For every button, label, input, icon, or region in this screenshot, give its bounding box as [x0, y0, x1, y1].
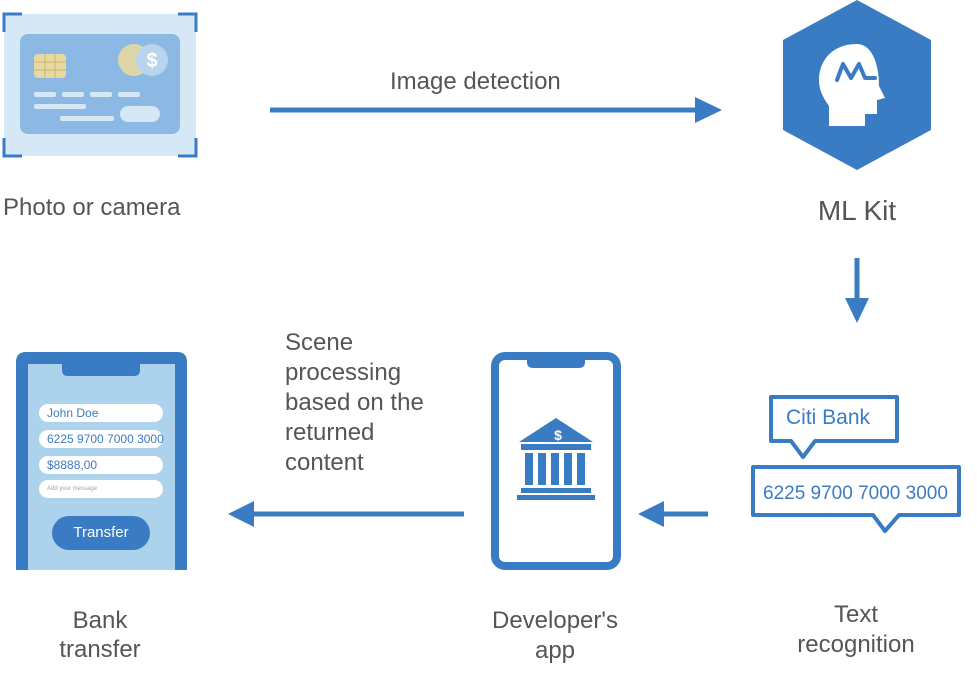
- arrow-right-icon: [270, 97, 722, 123]
- transfer-amount-field[interactable]: $8888,00: [39, 456, 163, 474]
- scene-processing-line-5: content: [285, 449, 364, 476]
- transfer-button[interactable]: Transfer: [52, 516, 150, 550]
- camera-card-icon: $: [2, 12, 198, 158]
- ml-kit-label: ML Kit: [817, 195, 897, 226]
- photo-node: $: [0, 10, 200, 160]
- text-recognition-label-2: recognition: [797, 631, 915, 658]
- arrow-down-icon: [845, 258, 869, 323]
- developer-app-phone-icon: [491, 352, 621, 570]
- speech-bubble-bank-icon: [769, 395, 899, 459]
- image-detection-label: Image detection: [390, 68, 561, 95]
- scene-processing-label: Scene processing based on the returned c…: [285, 328, 424, 478]
- bank-transfer-label-2: transfer: [59, 636, 141, 663]
- text-recognition-label-1: Text: [833, 601, 878, 628]
- photo-label: Photo or camera: [3, 194, 181, 221]
- transfer-name-field[interactable]: John Doe: [39, 404, 163, 422]
- scene-processing-line-2: processing: [285, 359, 402, 386]
- scene-processing-line-3: based on the: [285, 389, 424, 416]
- scene-processing-line-4: returned: [285, 419, 375, 446]
- transfer-message-field[interactable]: Add your message: [39, 480, 163, 498]
- bank-transfer-label-1: Bank: [72, 607, 128, 634]
- ml-kit-hexagon-icon: [783, 0, 931, 170]
- speech-bubble-number-icon: [751, 465, 961, 533]
- scene-processing-line-1: Scene: [285, 329, 354, 356]
- transfer-card-field[interactable]: 6225 9700 7000 3000: [39, 430, 164, 448]
- bank-currency-symbol: $: [554, 427, 562, 443]
- arrow-left-icon: [638, 501, 708, 527]
- svg-text:$: $: [146, 50, 157, 72]
- arrow-left-long-icon: [228, 501, 464, 527]
- developer-app-label-2: app: [534, 637, 576, 664]
- bubble-bank-text: Citi Bank: [786, 406, 871, 429]
- bubble-number-text: 6225 9700 7000 3000: [763, 483, 948, 504]
- developer-app-label-1: Developer's: [492, 607, 618, 634]
